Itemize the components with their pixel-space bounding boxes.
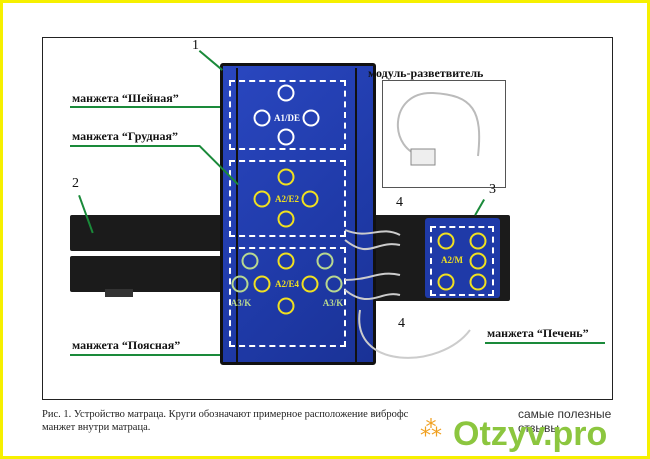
vibro-point xyxy=(469,232,487,250)
vibro-point xyxy=(316,252,334,270)
figure-frame xyxy=(42,37,613,400)
leader-line xyxy=(485,342,605,344)
vibro-point xyxy=(437,232,455,250)
callout-1: 1 xyxy=(192,38,199,53)
liver-zone xyxy=(430,226,494,296)
vibro-point xyxy=(253,109,271,127)
figure-caption: Рис. 1. Устройство матраца. Круги обозна… xyxy=(42,408,422,434)
callout-3: 3 xyxy=(489,182,496,197)
cable-icon xyxy=(397,91,481,166)
watermark-logo: Otzyv.pro xyxy=(453,415,608,453)
callout-4: 4 xyxy=(398,316,405,331)
vibro-point xyxy=(253,275,271,293)
logo-icon: ⁂ xyxy=(420,416,442,441)
vibro-point xyxy=(231,275,249,293)
lumbar-zone xyxy=(229,247,346,347)
seam xyxy=(236,68,238,363)
vibro-point xyxy=(277,84,295,102)
zone-label: A2/E2 xyxy=(274,194,300,204)
vibro-point xyxy=(277,297,295,315)
cables-icon xyxy=(344,229,471,359)
vibro-point xyxy=(277,168,295,186)
vibro-point xyxy=(253,190,271,208)
leader-line xyxy=(70,106,220,108)
leader-line xyxy=(70,354,220,356)
vibro-point xyxy=(241,252,259,270)
chest-zone xyxy=(229,160,346,237)
label-neck-cuff: манжета “Шейная” xyxy=(72,91,179,105)
vibro-point xyxy=(302,109,320,127)
vibro-point xyxy=(437,273,455,291)
vibro-point xyxy=(469,273,487,291)
vibro-point xyxy=(301,190,319,208)
vibro-point xyxy=(277,210,295,228)
zone-label: A3/K xyxy=(230,298,252,308)
caption-line: манжет внутри матраца. xyxy=(42,422,151,433)
caption-line: Рис. 1. Устройство матраца. Круги обозна… xyxy=(42,409,409,420)
vibro-point xyxy=(277,128,295,146)
label-lumbar-cuff: манжета “Поясная” xyxy=(72,338,181,352)
buckle xyxy=(105,289,133,297)
seam xyxy=(355,68,357,363)
neck-zone xyxy=(229,80,346,150)
vibro-point xyxy=(325,275,343,293)
zone-label: A2/E4 xyxy=(274,279,300,289)
zone-label: A2/M xyxy=(441,255,463,265)
belt-strap-lower xyxy=(70,256,230,292)
vibro-point xyxy=(469,252,487,270)
label-liver-cuff: манжета “Печень” xyxy=(487,326,589,340)
zone-label: A1/DE xyxy=(273,113,301,123)
watermark-tagline: самые полезные отзывы xyxy=(518,407,612,435)
vibro-point xyxy=(277,252,295,270)
leader-line xyxy=(70,145,200,147)
module-photo xyxy=(382,80,506,188)
mattress xyxy=(220,63,376,365)
callout-4: 4 xyxy=(396,195,403,210)
belt-strap-upper xyxy=(70,215,230,251)
callout-2: 2 xyxy=(72,176,79,191)
label-chest-cuff: манжета “Грудная” xyxy=(72,129,179,143)
vibro-point xyxy=(301,275,319,293)
label-module: модуль-разветвитель xyxy=(368,66,484,80)
zone-label: A3/K xyxy=(322,298,344,308)
